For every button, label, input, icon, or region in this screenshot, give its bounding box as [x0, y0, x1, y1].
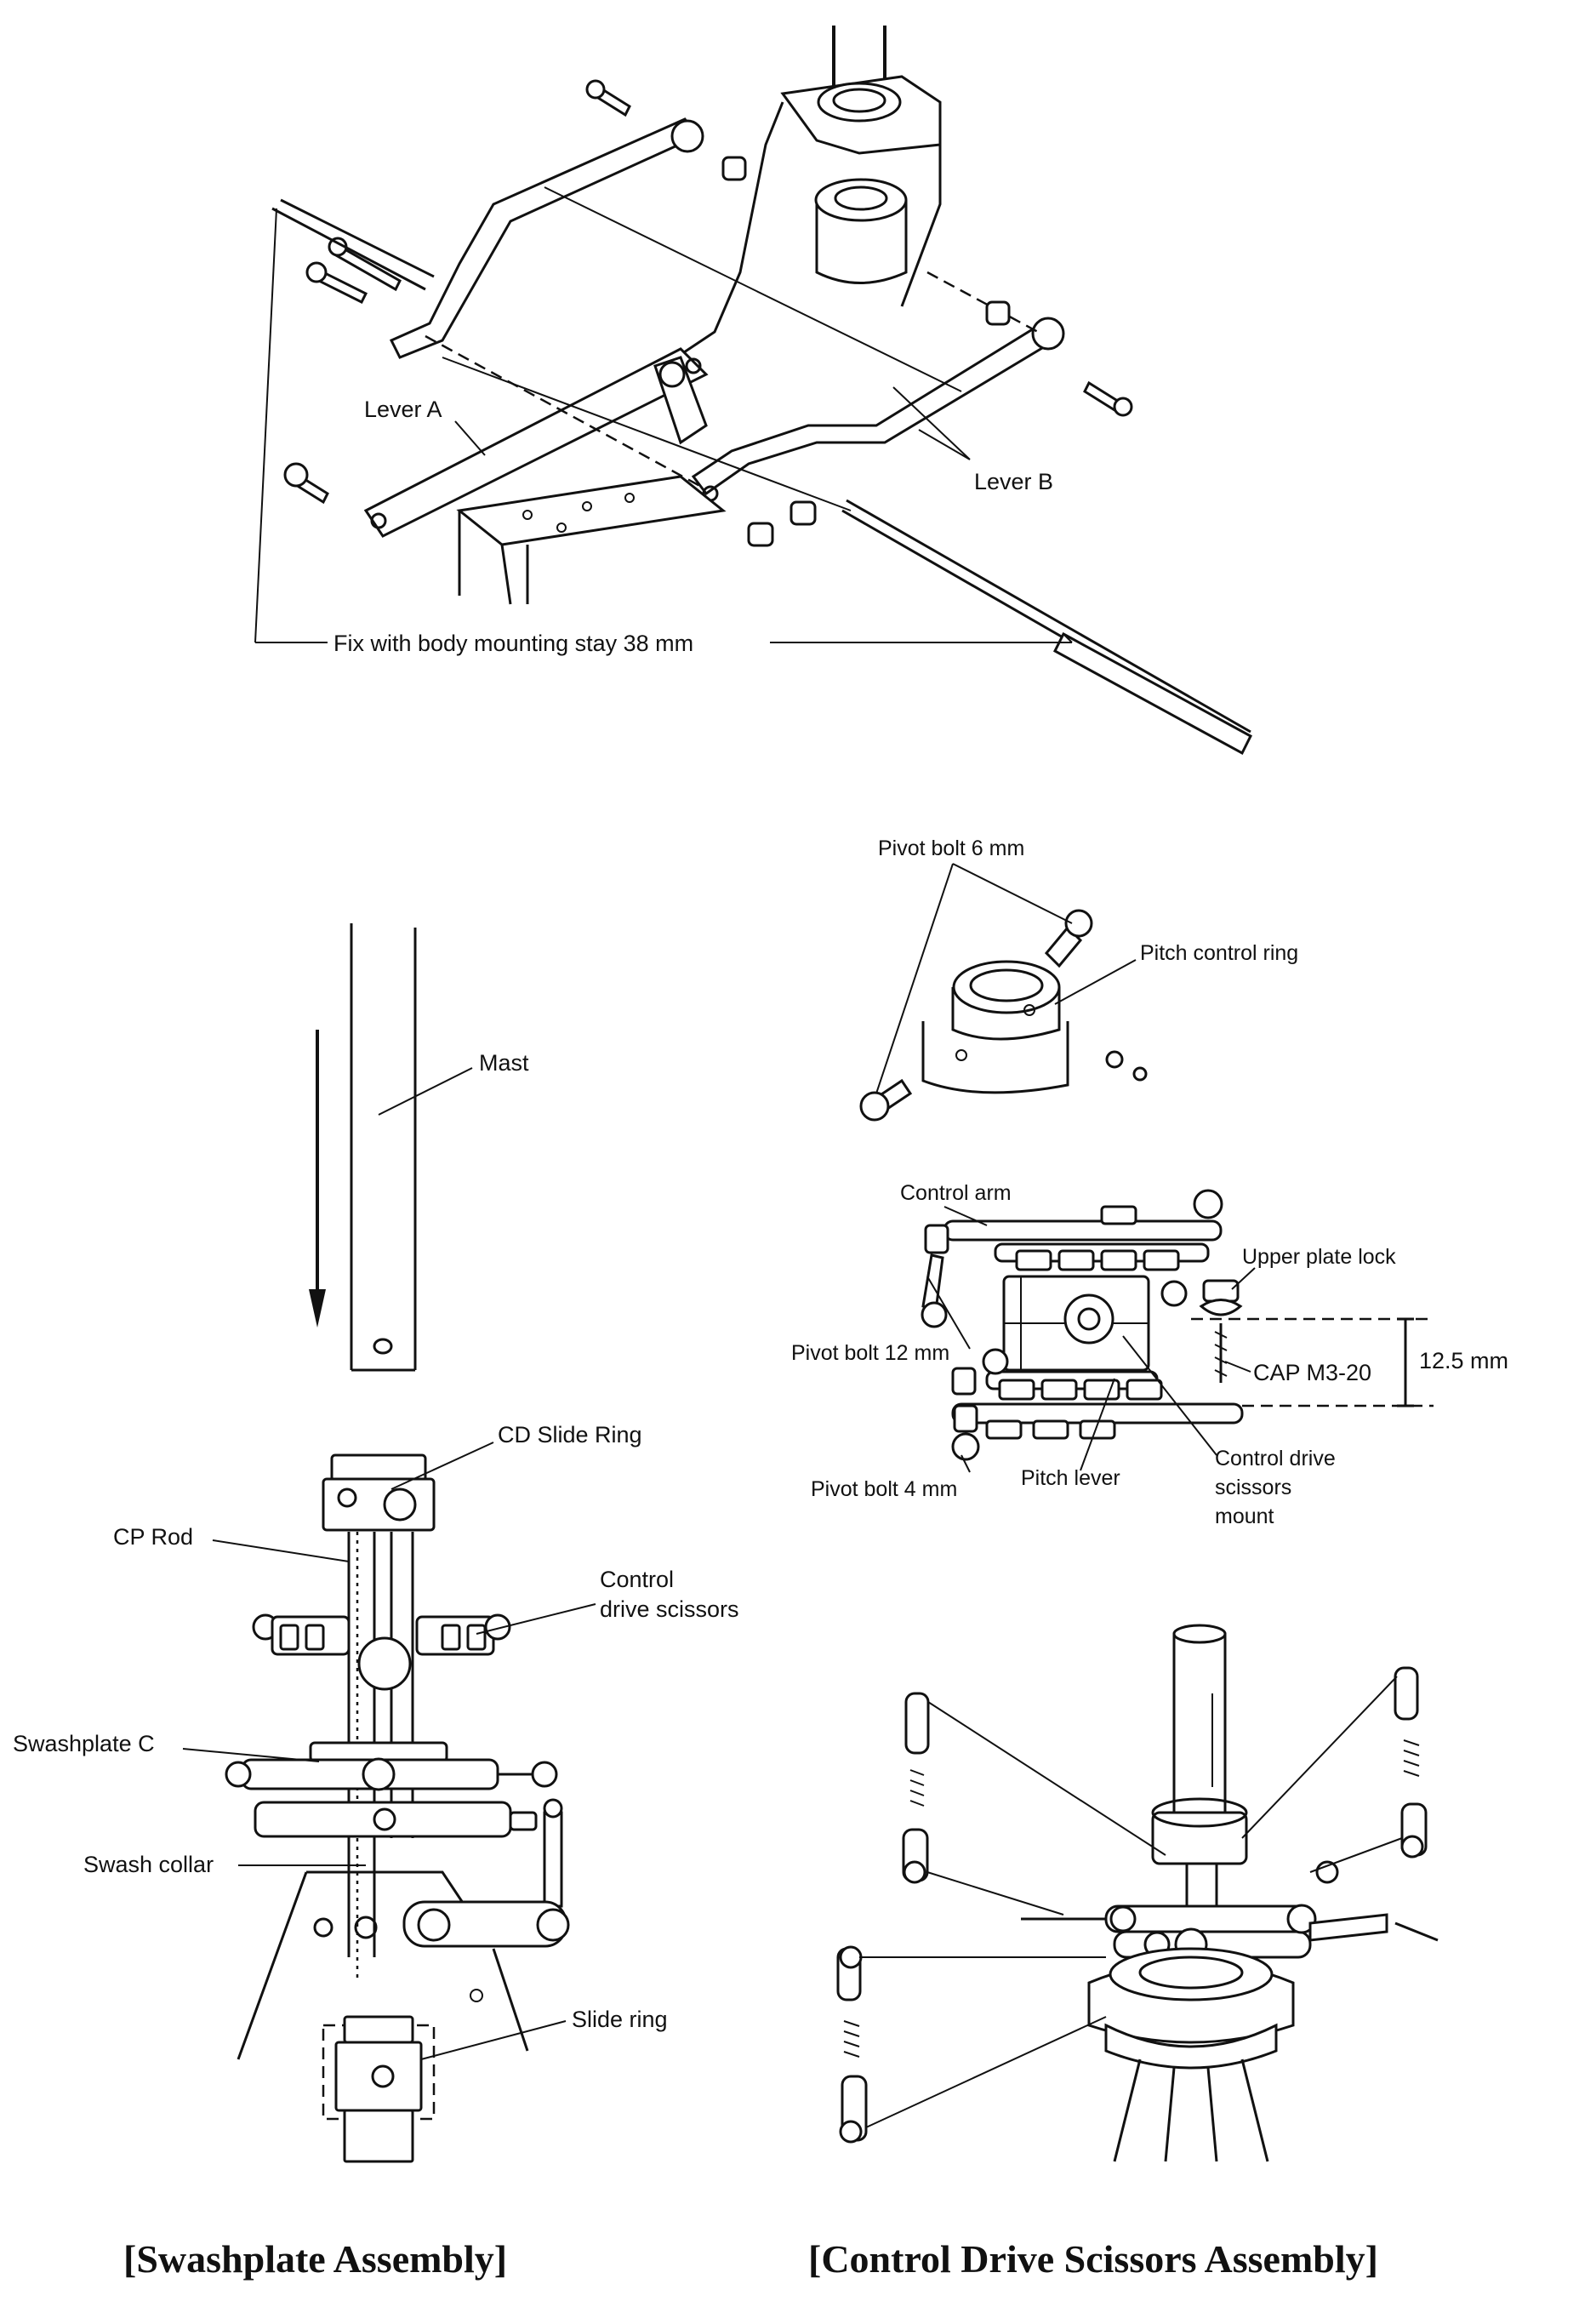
- swash-collar-label: Swash collar: [83, 1852, 214, 1877]
- control-arm-label: Control arm: [900, 1181, 1012, 1205]
- swashplate-assembly-drawing: [182, 1442, 596, 2163]
- pivot-bolt-12-label: Pivot bolt 12 mm: [791, 1341, 949, 1365]
- pivot-bolt-6-label: Pivot bolt 6 mm: [878, 837, 1024, 860]
- cap-m3-20-label: CAP M3-20: [1253, 1360, 1371, 1385]
- scissors-assembly-caption: [Control Drive Scissors Assembly]: [808, 2237, 1378, 2281]
- dimension-12-5-label: 12.5 mm: [1419, 1348, 1508, 1373]
- mast-drawing: [309, 923, 473, 1372]
- mast-label: Mast: [479, 1050, 529, 1076]
- lever-a: [389, 117, 700, 359]
- lever-a-label: Lever A: [364, 397, 442, 422]
- pivot-bolt-4-label: Pivot bolt 4 mm: [811, 1477, 957, 1501]
- cp-rod-label: CP Rod: [113, 1524, 193, 1550]
- scissors-detail-drawing: [921, 1189, 1434, 1473]
- scissors-mount-label-line1: Control drive: [1215, 1447, 1336, 1470]
- scissors-mount-label-line3: mount: [1215, 1505, 1274, 1528]
- scissors-mount-label-line2: scissors: [1215, 1476, 1291, 1499]
- pitch-lever-label: Pitch lever: [1021, 1466, 1120, 1490]
- upper-plate-lock-label: Upper plate lock: [1242, 1245, 1396, 1269]
- scissors-assembly-drawing: [836, 1624, 1439, 2162]
- lever-b-label: Lever B: [974, 469, 1053, 494]
- swashplate-c-label: Swashplate C: [13, 1731, 155, 1756]
- pitch-control-ring-label: Pitch control ring: [1140, 941, 1298, 965]
- fix-note-label: Fix with body mounting stay 38 mm: [333, 631, 693, 656]
- cd-slide-ring-label: CD Slide Ring: [498, 1422, 642, 1448]
- swashplate-assembly-caption: [Swashplate Assembly]: [123, 2237, 507, 2281]
- control-drive-scissors-label-line1: Control: [600, 1567, 674, 1592]
- control-drive-scissors-label-line2: drive scissors: [600, 1596, 739, 1622]
- lever-assembly-drawing: [254, 26, 1252, 756]
- pitch-ring-drawing: [859, 863, 1148, 1122]
- slide-ring-label: Slide ring: [572, 2007, 668, 2032]
